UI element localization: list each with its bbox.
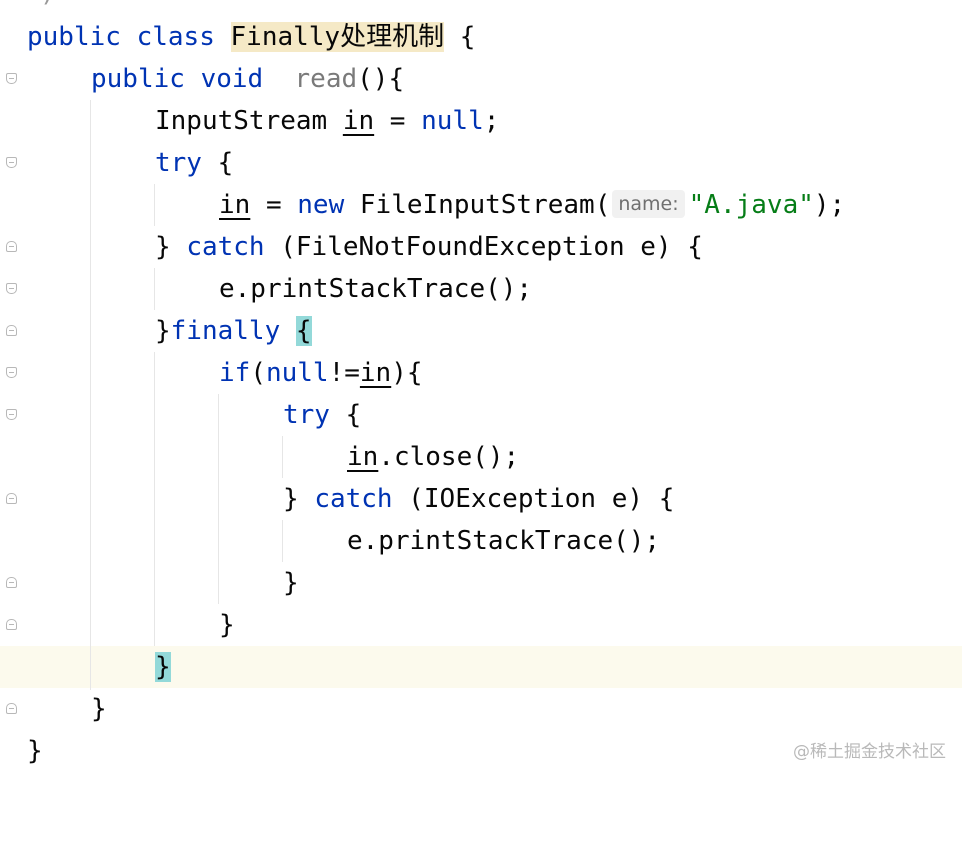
current-line-highlight <box>0 646 962 688</box>
code-line-11[interactable]: in.close(); <box>0 436 519 478</box>
keyword: catch <box>314 484 393 514</box>
variable: in <box>347 442 379 472</box>
keyword: public <box>91 64 185 94</box>
previous-line-fragment: ) <box>40 0 56 8</box>
constructor-call: FileInputStream( <box>344 190 611 220</box>
whitespace <box>280 316 296 346</box>
indent-guide <box>282 436 283 478</box>
variable: in <box>342 106 375 136</box>
keyword: if <box>219 358 251 388</box>
code-text: .close(); <box>378 442 520 472</box>
code-editor[interactable]: ) public class Finally处理机制 { public void… <box>0 0 962 784</box>
fold-marker-icon[interactable] <box>6 325 17 336</box>
code-line-7[interactable]: e.printStackTrace(); <box>0 268 532 310</box>
fold-marker-icon[interactable] <box>6 703 17 714</box>
fold-marker-icon[interactable] <box>6 577 17 588</box>
code-line-13[interactable]: e.printStackTrace(); <box>0 520 660 562</box>
code-text: ; <box>483 106 500 136</box>
operator: != <box>328 358 360 388</box>
code-line-6[interactable]: } catch (FileNotFoundException e) { <box>0 226 703 268</box>
code-text: ); <box>813 190 846 220</box>
keyword: new <box>297 190 345 220</box>
indent-guide <box>282 520 283 562</box>
code-text: (FileNotFoundException e) { <box>264 232 703 262</box>
keyword: try <box>155 148 202 178</box>
string-literal: "A.java" <box>688 190 814 220</box>
class-name: Finally处理机制 <box>230 22 445 52</box>
code-line-2[interactable]: public void read(){ <box>0 58 404 100</box>
keyword: null <box>265 358 329 388</box>
keyword: null <box>421 106 484 136</box>
matched-brace: } <box>155 652 171 682</box>
code-text: { <box>201 148 234 178</box>
fold-marker-icon[interactable] <box>6 619 17 630</box>
variable: in <box>219 190 251 220</box>
brace: } <box>155 232 187 262</box>
code-line-4[interactable]: try { <box>0 142 233 184</box>
keyword: try <box>283 400 330 430</box>
operator: = <box>374 106 422 136</box>
code-line-1[interactable]: public class Finally处理机制 { <box>0 16 475 58</box>
code-line-5[interactable]: in = new FileInputStream(name:"A.java"); <box>0 184 845 226</box>
fold-marker-icon[interactable] <box>6 367 17 378</box>
code-line-12[interactable]: } catch (IOException e) { <box>0 478 674 520</box>
fold-marker-icon[interactable] <box>6 157 17 168</box>
code-line-17[interactable]: } <box>0 688 107 730</box>
keyword: class <box>136 22 215 52</box>
method-name: read <box>294 64 358 94</box>
code-line-8[interactable]: }finally { <box>0 310 312 352</box>
code-line-3[interactable]: InputStream in = null; <box>0 100 499 142</box>
keyword: void <box>200 64 264 94</box>
keyword: catch <box>186 232 265 262</box>
fold-marker-icon[interactable] <box>6 283 17 294</box>
brace: } <box>219 610 235 640</box>
fold-marker-icon[interactable] <box>6 241 17 252</box>
brace: } <box>283 568 299 598</box>
keyword: public <box>27 22 121 52</box>
fold-marker-icon[interactable] <box>6 409 17 420</box>
indent-guide <box>154 352 155 646</box>
code-text: e.printStackTrace(); <box>347 526 661 556</box>
indent-guide <box>154 184 155 226</box>
indent-guide <box>90 100 91 690</box>
operator: = <box>250 190 298 220</box>
indent-guide <box>154 268 155 310</box>
code-line-9[interactable]: if(null!=in){ <box>0 352 423 394</box>
code-text: (){ <box>357 64 405 94</box>
parameter-hint: name: <box>612 190 685 218</box>
code-text: ){ <box>391 358 423 388</box>
code-line-10[interactable]: try { <box>0 394 361 436</box>
indent-guide <box>218 394 219 604</box>
brace: } <box>283 484 315 514</box>
code-text: (IOException e) { <box>392 484 675 514</box>
type-name: InputStream <box>155 106 328 136</box>
code-text: ( <box>250 358 266 388</box>
code-line-18[interactable]: } <box>0 730 63 772</box>
brace: { <box>459 22 476 52</box>
code-line-16[interactable]: } <box>0 646 171 688</box>
brace: } <box>91 694 107 724</box>
fold-marker-icon[interactable] <box>6 73 17 84</box>
code-text: { <box>329 400 362 430</box>
fold-marker-icon[interactable] <box>6 493 17 504</box>
watermark: @稀土掘金技术社区 <box>793 742 946 762</box>
matched-brace: { <box>295 316 312 346</box>
variable: in <box>359 358 392 388</box>
code-line-15[interactable]: } <box>0 604 235 646</box>
keyword: finally <box>170 316 281 346</box>
code-line-14[interactable]: } <box>0 562 299 604</box>
brace: } <box>27 736 43 766</box>
code-text: e.printStackTrace(); <box>219 274 533 304</box>
brace: } <box>155 316 171 346</box>
